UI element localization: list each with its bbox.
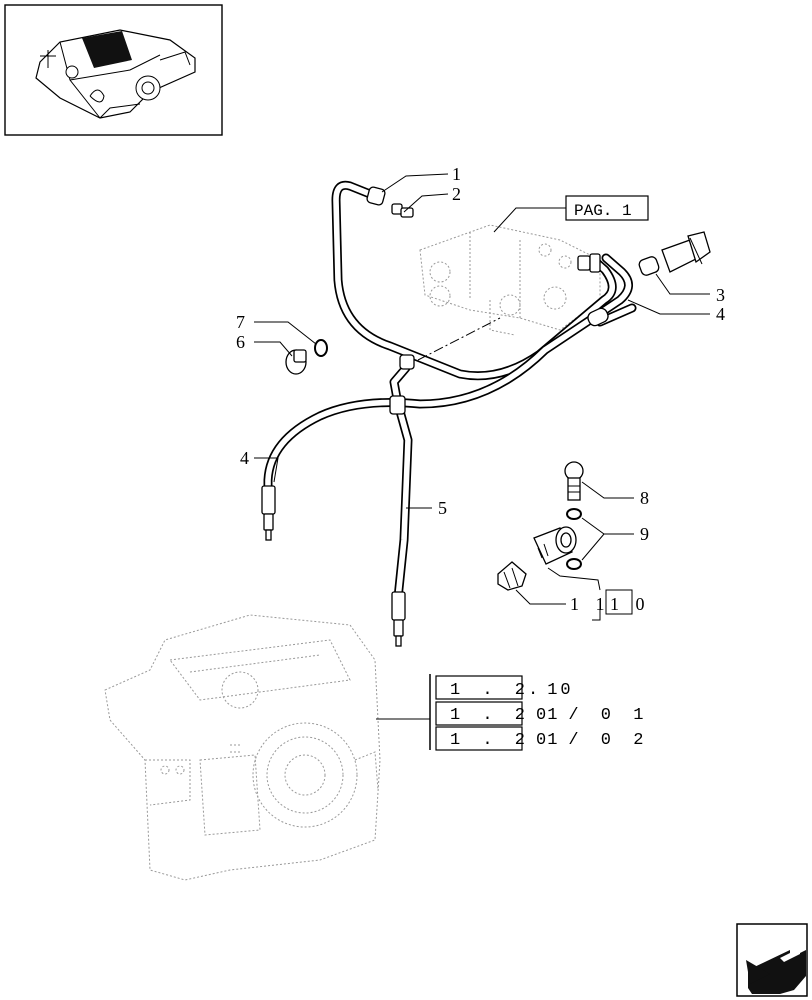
bolt-8[interactable]	[564, 461, 584, 501]
washer-9-top[interactable]	[566, 508, 582, 520]
thumbnail-frame[interactable]	[4, 4, 223, 136]
callout-10: 1 0	[610, 594, 651, 614]
pipe-5[interactable]	[389, 363, 413, 603]
valve-assembly-ghost	[419, 224, 601, 336]
o-ring-7[interactable]	[314, 339, 328, 357]
fitting-2[interactable]	[391, 203, 414, 218]
callout-4-left: 4	[240, 448, 249, 468]
hose-end-bottom[interactable]	[391, 591, 406, 647]
swivel-joint[interactable]	[389, 354, 415, 415]
fitting-1[interactable]	[366, 186, 386, 206]
reference-suffix-3: 0 / 0 2	[536, 731, 649, 750]
pipe-1[interactable]	[331, 180, 617, 381]
washer-9-bottom[interactable]	[566, 558, 582, 570]
next-page-arrow-icon[interactable]	[736, 923, 808, 997]
reference-row-2[interactable]: 1 . 2 1 0 / 0 1	[435, 701, 649, 726]
hose-end-left[interactable]	[261, 485, 276, 541]
right-end-fitting[interactable]	[577, 253, 601, 273]
callout-4-right: 4	[716, 304, 725, 324]
nut-10[interactable]	[497, 561, 527, 591]
sleeve-fitting[interactable]	[586, 306, 610, 327]
hydraulic-valve-thumbnail-icon	[35, 29, 196, 119]
callout-8: 8	[640, 488, 649, 508]
transmission-housing-ghost	[104, 614, 381, 881]
callout-6: 6	[236, 332, 245, 352]
fitting-3[interactable]	[638, 231, 711, 277]
pipe-4[interactable]	[263, 253, 637, 497]
reference-box-1: 1 . 2 1	[450, 681, 563, 700]
reference-box-3: 1 . 2 1	[450, 731, 563, 750]
reference-box-2: 1 . 2 1	[450, 706, 563, 725]
callout-9: 9	[640, 524, 649, 544]
reference-suffix-1: . 0	[528, 681, 577, 700]
callout-5: 5	[438, 498, 447, 518]
banjo-union-11[interactable]	[533, 526, 577, 565]
page-reference-link[interactable]: PAG. 1	[565, 195, 649, 221]
plug-6[interactable]	[285, 349, 307, 375]
reference-table: 1 . 2 1 . 0 1 . 2 1 0 / 0 1 1 . 2 1 0 / …	[429, 674, 649, 751]
callout-11: 1 1	[570, 594, 611, 614]
page-reference-label: PAG. 1	[574, 202, 632, 220]
callout-3: 3	[716, 285, 725, 305]
leader-lines	[254, 173, 710, 720]
callout-2: 2	[452, 184, 461, 204]
reference-suffix-2: 0 / 0 1	[536, 706, 649, 725]
reference-row-1[interactable]: 1 . 2 1 . 0	[435, 675, 577, 700]
callout-7: 7	[236, 312, 245, 332]
callout-1: 1	[452, 164, 461, 184]
reference-row-3[interactable]: 1 . 2 1 0 / 0 2	[435, 726, 649, 751]
